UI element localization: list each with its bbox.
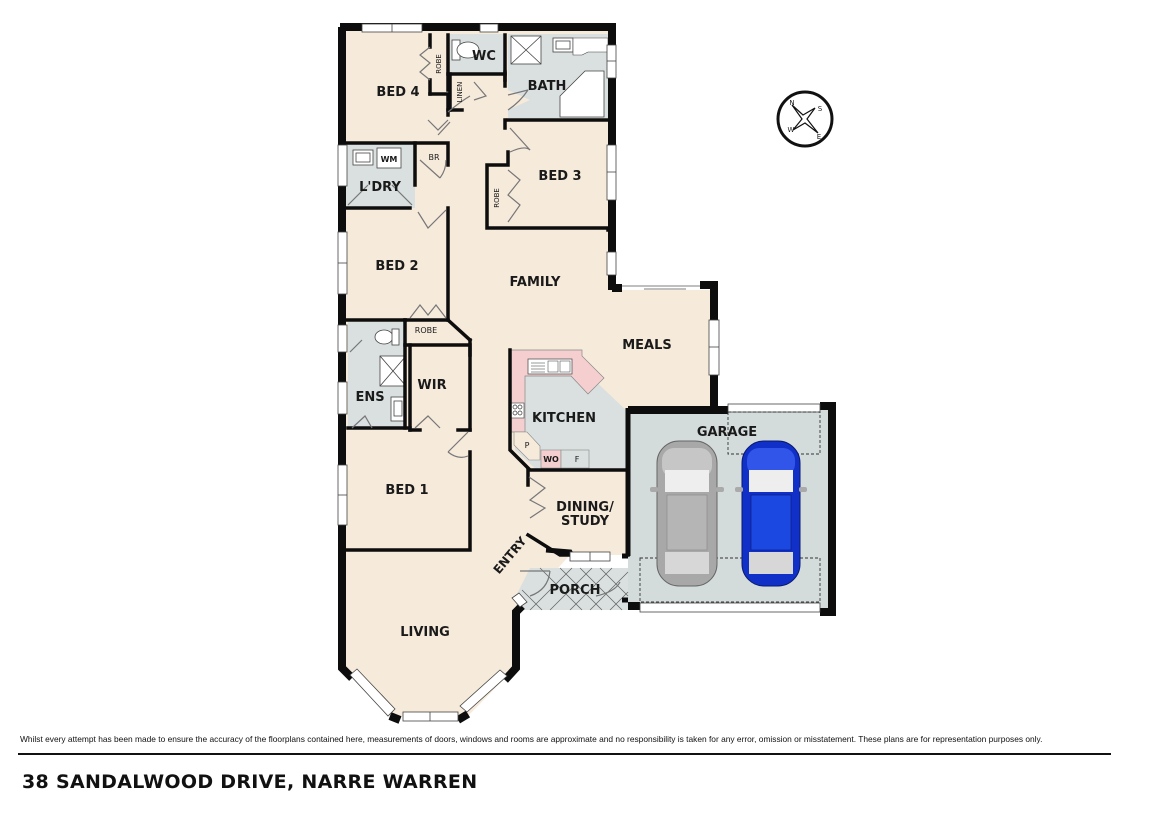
label-robe-bed2: ROBE [415,326,437,335]
floor-kitchen [515,376,628,470]
compass-e: E [817,133,821,141]
room-labels: BED 4 ROBE WC LINEN BATH WM BR L'DRY BED… [355,49,757,640]
label-pantry: P [525,441,530,450]
label-bed1: BED 1 [385,483,428,498]
label-robe-bed4: ROBE [435,54,443,74]
fixtures [352,35,609,422]
window-ens-2 [337,381,348,415]
sliding-door-meals [622,285,700,290]
window-porch [511,592,528,608]
property-address: 38 SANDALWOOD DRIVE, NARRE WARREN [22,771,478,793]
label-wc: WC [472,49,496,64]
car-blue [735,440,807,587]
window-garage-top [727,403,821,413]
parking-marker-bottom [639,557,821,603]
compass-w: W [788,126,795,134]
porch-tiles [521,567,629,611]
label-living: LIVING [400,625,450,640]
compass-icon: N S W E [776,90,834,148]
compass-n: N [789,99,794,107]
window-bath [606,44,617,79]
window-ens-1 [337,324,348,353]
window-living-right [459,669,508,713]
label-ldry: L'DRY [359,180,401,195]
window-bed3 [606,144,617,201]
label-wm: WM [381,155,398,164]
label-dining: DINING/ [556,500,614,515]
label-bed3: BED 3 [538,169,581,184]
label-family: FAMILY [510,275,561,290]
label-bath: BATH [528,79,567,94]
bath-tub [559,70,605,118]
label-porch: PORCH [549,583,600,598]
label-linen: LINEN [456,82,464,103]
car-silver [650,440,724,587]
cooktop [510,402,525,419]
window-family [606,251,617,276]
exterior-walls [338,23,836,724]
label-bed2: BED 2 [375,259,418,274]
wc-toilet [456,41,480,59]
compass-s: S [818,105,823,113]
label-fridge: F [575,455,580,464]
label-wall-oven: WO [543,455,559,464]
garage-door [639,602,821,613]
label-kitchen: KITCHEN [532,411,596,426]
washing-machine [376,147,402,169]
disclaimer-text: Whilst every attempt has been made to en… [20,734,1043,744]
label-robe-bed3: ROBE [493,188,501,208]
divider [18,753,1111,755]
label-br: BR [428,153,439,162]
window-ldry [337,144,348,187]
label-wir: WIR [417,378,446,393]
ldry-trough [352,149,374,166]
label-bed4: BED 4 [376,85,419,100]
label-study: STUDY [561,514,610,529]
label-garage: GARAGE [697,425,757,440]
window-living-left [349,668,396,717]
window-living-bottom [402,711,459,722]
label-ens: ENS [355,390,384,405]
fridge-space [560,449,590,469]
kitchen-benches [509,349,605,469]
windows [337,23,821,722]
doors [347,46,621,597]
window-wc [479,23,499,33]
window-meals [708,319,720,376]
pantry [513,431,541,461]
ens-toilet [374,329,394,345]
label-meals: MEALS [622,338,672,353]
